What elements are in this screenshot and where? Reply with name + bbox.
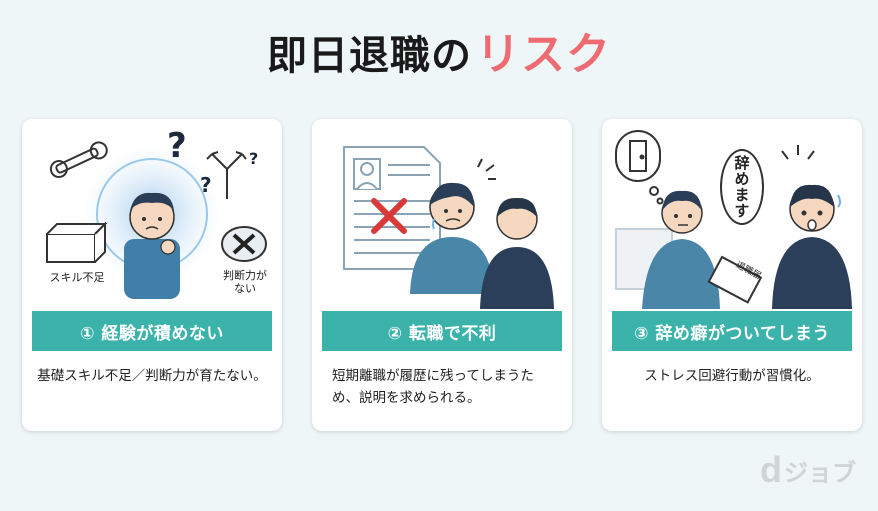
resigning-woman: [642, 190, 720, 309]
question-mark-large: ?: [167, 126, 187, 166]
question-mark-tiny: ?: [249, 149, 258, 168]
risk-card-job-change: ② 転職で不利 短期離職が履歴に残ってしまうため、説明を求められる。: [312, 119, 572, 431]
crossroad-arrows-icon: [206, 151, 247, 199]
judgment-label-line2: ない: [234, 282, 256, 295]
title-accent: リスク: [476, 29, 611, 80]
title-main: 即日退職の: [267, 33, 472, 79]
judgment-label: 判断力が ない: [218, 269, 272, 295]
brain-x-icon: [221, 226, 267, 262]
logo-mark: d: [760, 449, 782, 490]
skill-shortage-label: スキル不足: [49, 271, 105, 284]
question-mark-small: ?: [200, 173, 212, 197]
confused-person: [124, 192, 180, 299]
card-description: 短期離職が履歴に残ってしまうため、説明を求められる。: [332, 368, 534, 406]
shock-lines: [781, 145, 815, 160]
card-heading: ③ 辞め癖がついてしまう: [612, 311, 852, 351]
wrench-icon: [49, 141, 108, 179]
djob-logo: d ジョブ: [760, 452, 856, 488]
confused-worker-illustration: ? ? ?: [46, 126, 267, 299]
page-title: 即日退職のリスク: [0, 18, 878, 82]
worried-woman: [410, 182, 494, 294]
card-description: ストレス回避行動が習慣化。: [644, 368, 820, 384]
risk-card-experience: ? ? ? スキル不足 判断力が ない ① 経験が積めない 基礎スキル不足／判断…: [22, 119, 282, 431]
interviewer-man: [480, 197, 554, 309]
logo-text: ジョブ: [784, 458, 856, 487]
card-heading: ① 経験が積めない: [32, 311, 272, 351]
stress-lines: [477, 158, 496, 180]
resume-rejected-illustration: [343, 146, 554, 309]
card-description: 基礎スキル不足／判断力が育たない。: [37, 368, 267, 384]
speech-bubble: 辞めます: [720, 149, 764, 225]
resume-document-icon: [343, 146, 441, 270]
judgment-label-line1: 判断力が: [223, 269, 267, 282]
card-heading: ② 転職で不利: [322, 311, 562, 351]
door-thought-bubble-icon: [615, 130, 664, 205]
risk-card-quitting-habit: 辞めます 退職届 ③ 辞め癖がついてしまう ストレス回避行動が習慣化。: [602, 119, 862, 431]
toolbox-icon: [46, 221, 108, 263]
red-x-mark-icon: [371, 198, 407, 234]
resignation-illustration: [615, 130, 852, 309]
resignation-letter-icon: [707, 255, 763, 304]
surprised-boss: [772, 184, 852, 309]
